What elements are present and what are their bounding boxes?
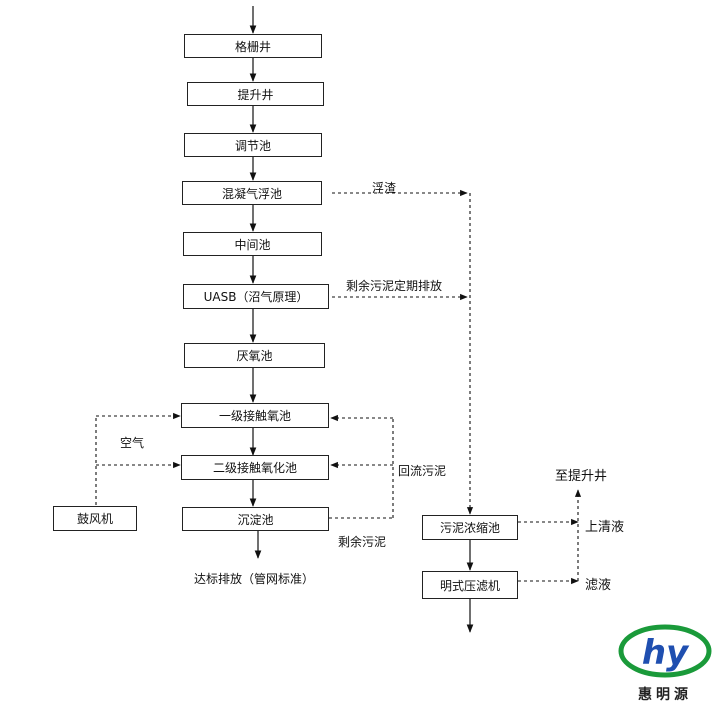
- filtrate-label: 滤液: [585, 578, 612, 593]
- blower-box: 鼓风机: [53, 506, 137, 531]
- air-label: 空气: [120, 436, 145, 450]
- contact-oxidation-2-box: 二级接触氧化池: [181, 455, 329, 480]
- grille-well-box: 格栅井: [184, 34, 322, 58]
- uasb-box: UASB（沼气原理）: [183, 284, 329, 309]
- excess-sludge-label: 剩余污泥: [338, 535, 387, 549]
- excess-sludge-periodic-label: 剩余污泥定期排放: [346, 279, 443, 293]
- return-sludge-label: 回流污泥: [398, 464, 447, 478]
- company-logo: hy: [618, 624, 712, 678]
- brand-name: 惠明源: [638, 687, 692, 703]
- flotation-tank-box: 混凝气浮池: [182, 181, 322, 205]
- intermediate-tank-box: 中间池: [183, 232, 322, 256]
- scum-label: 浮渣: [372, 181, 397, 195]
- logo-text: hy: [642, 633, 690, 673]
- sedimentation-tank-box: 沉淀池: [182, 507, 329, 531]
- lift-well-box: 提升井: [187, 82, 324, 106]
- supernatant-label: 上清液: [585, 520, 625, 535]
- anoxic-tank-box: 厌氧池: [184, 343, 325, 368]
- sludge-thickener-box: 污泥浓缩池: [422, 515, 518, 540]
- contact-oxidation-1-box: 一级接触氧池: [181, 403, 329, 428]
- to-lift-well-label: 至提升井: [555, 469, 608, 484]
- discharge-label: 达标排放（管网标准）: [194, 572, 315, 586]
- equalization-tank-box: 调节池: [184, 133, 322, 157]
- filter-press-box: 明式压滤机: [422, 571, 518, 599]
